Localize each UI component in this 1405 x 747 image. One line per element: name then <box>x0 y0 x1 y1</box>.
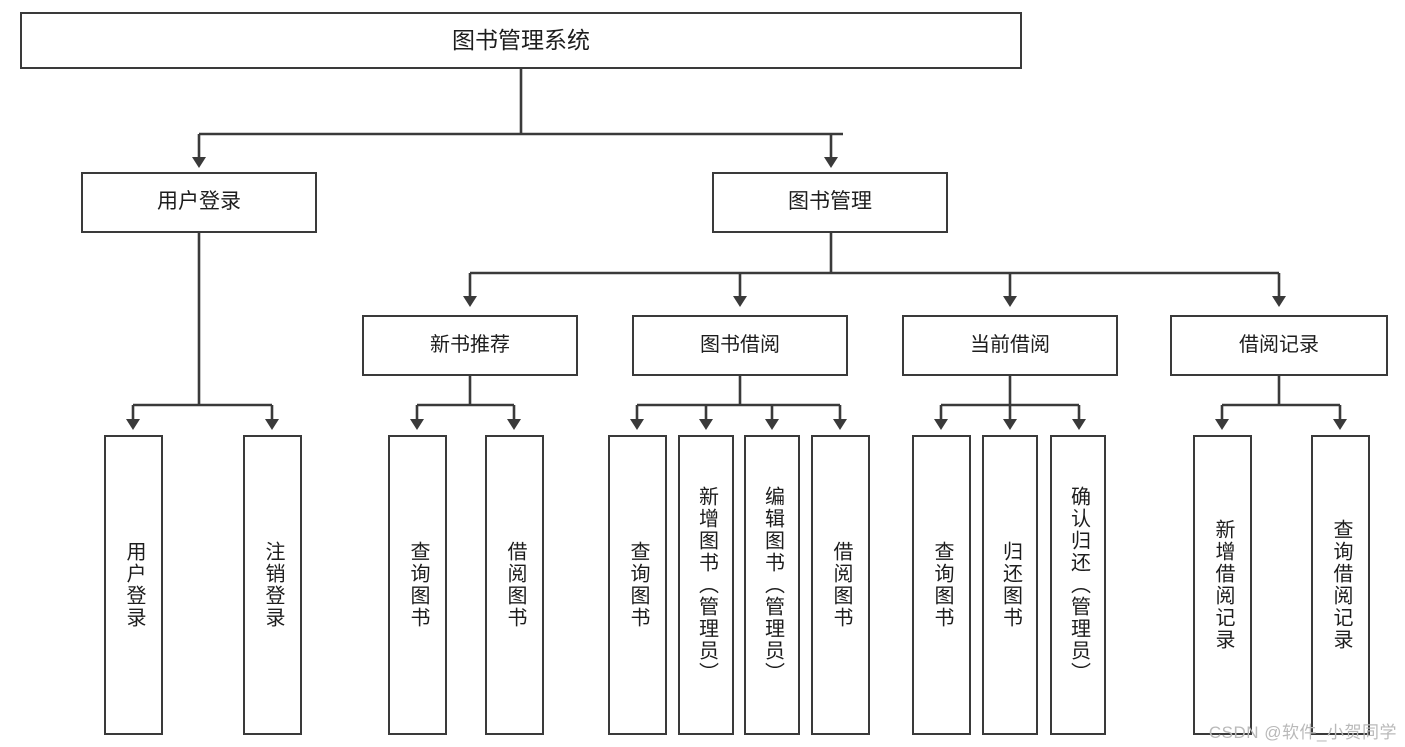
node-label: 注销登录 <box>262 541 284 629</box>
leaf-add-book-admin[interactable]: 新增图书（管理员） <box>678 435 734 735</box>
leaf-confirm-return-admin[interactable]: 确认归还（管理员） <box>1050 435 1106 735</box>
node-label: 借阅图书 <box>830 541 852 629</box>
leaf-query-book-borrow[interactable]: 查询图书 <box>608 435 667 735</box>
node-root-system[interactable]: 图书管理系统 <box>20 12 1022 69</box>
node-label: 查询图书 <box>627 541 649 629</box>
node-book-management[interactable]: 图书管理 <box>712 172 948 233</box>
node-label: 图书借阅 <box>700 334 780 356</box>
leaf-query-book-current[interactable]: 查询图书 <box>912 435 971 735</box>
node-label: 新增借阅记录 <box>1212 519 1234 651</box>
node-label: 借阅图书 <box>504 541 526 629</box>
node-label: 确认归还（管理员） <box>1067 486 1090 684</box>
leaf-query-borrow-record[interactable]: 查询借阅记录 <box>1311 435 1370 735</box>
node-label: 编辑图书（管理员） <box>761 486 784 684</box>
leaf-edit-book-admin[interactable]: 编辑图书（管理员） <box>744 435 800 735</box>
leaf-return-book[interactable]: 归还图书 <box>982 435 1038 735</box>
node-label: 查询图书 <box>931 541 953 629</box>
node-label: 查询图书 <box>407 541 429 629</box>
node-label: 图书管理 <box>788 190 872 214</box>
node-label: 借阅记录 <box>1239 334 1319 356</box>
node-label: 当前借阅 <box>970 334 1050 356</box>
node-label: 用户登录 <box>157 190 241 214</box>
leaf-user-login[interactable]: 用户登录 <box>104 435 163 735</box>
leaf-borrow-book[interactable]: 借阅图书 <box>811 435 870 735</box>
node-label: 图书管理系统 <box>452 27 590 54</box>
leaf-logout[interactable]: 注销登录 <box>243 435 302 735</box>
leaf-query-book-recommend[interactable]: 查询图书 <box>388 435 447 735</box>
node-user-login[interactable]: 用户登录 <box>81 172 317 233</box>
node-label: 新增图书（管理员） <box>695 486 718 684</box>
watermark: CSDN @软件_小贺同学 <box>1208 723 1397 742</box>
node-label: 查询借阅记录 <box>1330 519 1352 651</box>
node-borrow-records[interactable]: 借阅记录 <box>1170 315 1388 376</box>
node-label: 新书推荐 <box>430 334 510 356</box>
node-new-book-recommend[interactable]: 新书推荐 <box>362 315 578 376</box>
leaf-add-borrow-record[interactable]: 新增借阅记录 <box>1193 435 1252 735</box>
node-current-borrow[interactable]: 当前借阅 <box>902 315 1118 376</box>
node-label: 用户登录 <box>123 541 145 629</box>
node-book-borrow[interactable]: 图书借阅 <box>632 315 848 376</box>
leaf-borrow-book-recommend[interactable]: 借阅图书 <box>485 435 544 735</box>
node-label: 归还图书 <box>999 541 1022 629</box>
